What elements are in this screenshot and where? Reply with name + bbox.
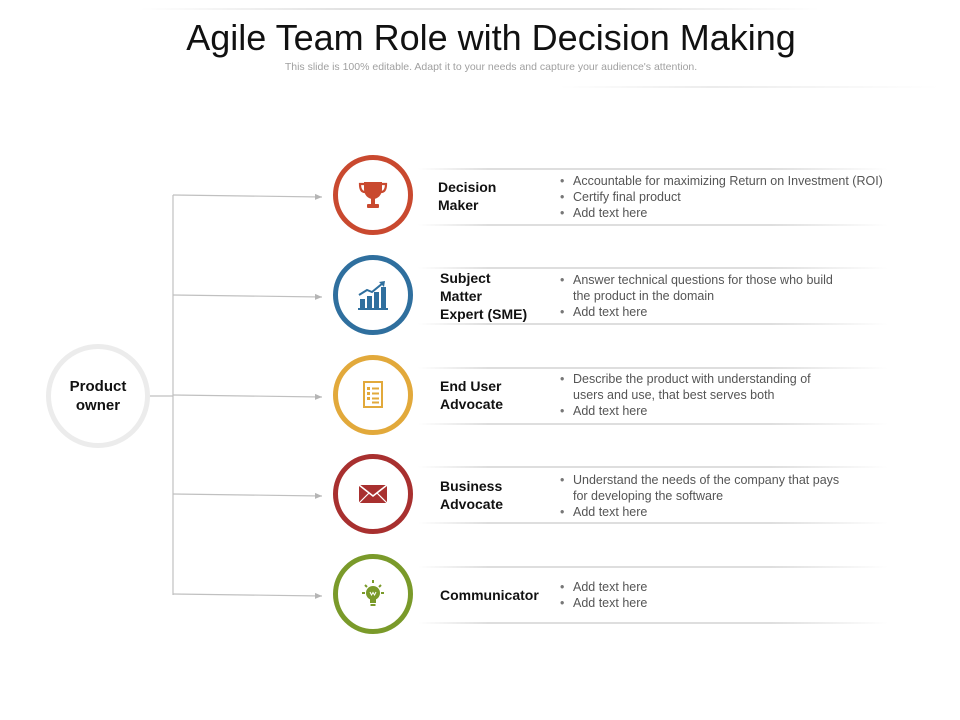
- bullet-item: Describe the product with understanding …: [558, 371, 843, 403]
- connector-branch-4: [172, 492, 323, 499]
- row-divider-4-bottom: [418, 522, 888, 524]
- decision-maker-label: Decision Maker: [438, 179, 497, 213]
- bullet-item: Answer technical questions for those who…: [558, 272, 853, 304]
- bullet-item: Add text here: [558, 595, 647, 611]
- row-divider-3-top: [418, 367, 888, 369]
- bullet-item: Add text here: [558, 504, 843, 520]
- row-divider-4-top: [418, 466, 888, 468]
- sme-label: Subject Matter Expert (SME): [440, 270, 528, 322]
- row-divider-5-bottom: [418, 622, 888, 624]
- row-divider-2-top: [418, 267, 888, 269]
- row-divider-2-bottom: [418, 323, 888, 325]
- slide-subtitle: This slide is 100% editable. Adapt it to…: [284, 61, 698, 73]
- growth-chart-icon: [356, 279, 390, 311]
- row-divider-5-top: [418, 566, 888, 568]
- trophy-icon: [358, 179, 388, 211]
- lightbulb-icon: [357, 578, 389, 610]
- sme-ring: [333, 255, 413, 335]
- row-divider-1-top: [418, 168, 888, 170]
- sme-bullets: Answer technical questions for those who…: [558, 272, 853, 320]
- row-divider-3-bottom: [418, 423, 888, 425]
- top-divider: [140, 8, 820, 10]
- decision-maker-bullets: Accountable for maximizing Return on Inv…: [558, 173, 883, 221]
- product-owner-node: Product owner: [46, 344, 150, 448]
- connector-branch-5: [172, 592, 323, 599]
- row-divider-1-bottom: [418, 224, 888, 226]
- bullet-item: Add text here: [558, 205, 883, 221]
- communicator-ring: [333, 554, 413, 634]
- business-advocate-ring: [333, 454, 413, 534]
- connector-branch-3: [172, 393, 323, 400]
- communicator-bullets: Add text here Add text here: [558, 579, 647, 611]
- subtitle-divider: [560, 86, 940, 88]
- bullet-item: Accountable for maximizing Return on Inv…: [558, 173, 883, 189]
- business-advocate-bullets: Understand the needs of the company that…: [558, 472, 843, 520]
- end-user-advocate-label: End User Advocate: [440, 378, 504, 412]
- connector-branch-1: [172, 193, 323, 200]
- bullet-item: Add text here: [558, 579, 647, 595]
- slide-title: Agile Team Role with Decision Making: [186, 17, 796, 58]
- business-advocate-label: Business Advocate: [440, 478, 504, 512]
- communicator-label: Communicator: [440, 587, 539, 603]
- decision-maker-ring: [333, 155, 413, 235]
- bullet-item: Certify final product: [558, 189, 883, 205]
- bullet-item: Add text here: [558, 304, 853, 320]
- bullet-item: Understand the needs of the company that…: [558, 472, 843, 504]
- bullet-item: Add text here: [558, 403, 843, 419]
- end-user-advocate-bullets: Describe the product with understanding …: [558, 371, 843, 419]
- connector-branch-2: [172, 293, 323, 300]
- end-user-advocate-ring: [333, 355, 413, 435]
- envelope-icon: [358, 483, 388, 505]
- product-owner-label: Product owner: [69, 378, 127, 414]
- document-icon: [361, 380, 385, 410]
